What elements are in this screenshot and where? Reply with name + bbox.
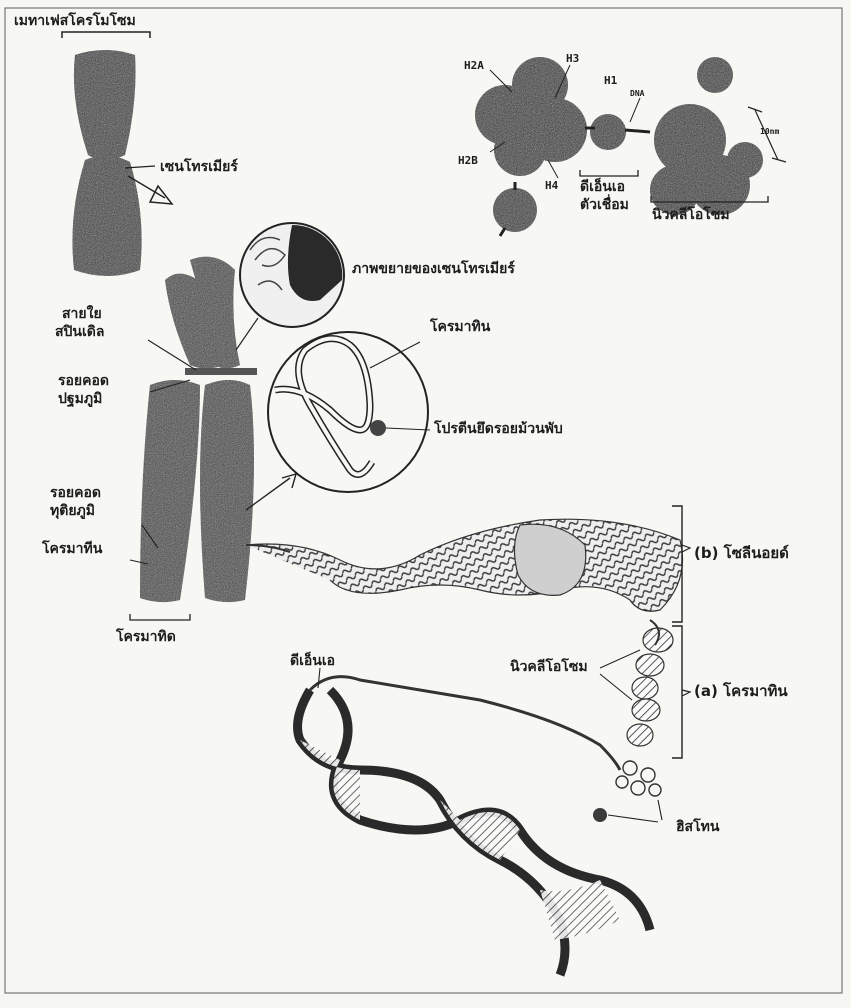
linker-dna-label-1: ดีเอ็นเอ (580, 180, 625, 194)
chromatin-bracket-tip (682, 690, 690, 696)
solenoid-bracket-tip (682, 545, 690, 552)
dna-small-pointer (630, 98, 640, 122)
h4-pointer (548, 160, 558, 178)
histone-dot (593, 808, 607, 822)
h3-label: H3 (566, 53, 579, 64)
h4-label: H4 (545, 180, 558, 191)
histones-label: ฮิสโทน (676, 820, 719, 834)
h2a-label: H2A (464, 60, 484, 71)
solenoid-coil-icon (246, 519, 683, 611)
dna-groove-3 (540, 880, 620, 940)
spindle-fiber-label-2: สปินเดิล (55, 325, 104, 339)
metaphase-chromosome-icon (72, 50, 141, 276)
spindle-bar (185, 368, 257, 375)
linker-dna-label-2: ตัวเชื่อม (580, 198, 629, 212)
h2b-label: H2B (458, 155, 478, 166)
chromatid-bracket (130, 614, 190, 620)
solenoid-label: (b) โซลีนอยด์ (694, 546, 789, 561)
inset-arrow-icon (282, 474, 296, 488)
metaphase-chromosome-label: เมทาเฟสโครโมโซม (14, 14, 136, 28)
secondary-constriction-label-2: ทุติยภูมิ (50, 504, 95, 518)
scaffold-protein-dot (370, 420, 386, 436)
chromatid-label: โครมาทิด (116, 630, 176, 644)
primary-constriction-label-1: รอยคอด (58, 374, 109, 388)
nucleosome-pointer-2 (600, 674, 632, 700)
primary-constriction-label-2: ปฐมภูมิ (58, 392, 102, 406)
spindle-fiber-label-1: สายใย (62, 307, 102, 321)
metaphase-bracket (62, 32, 150, 38)
scaffold-protein-label: โปรตีนยึดรอยม้วนพับ (434, 422, 563, 436)
nucleosome-pointer-1 (600, 650, 640, 668)
size-10nm-label: 10nm (760, 128, 779, 136)
chromonema-label: โครมาทีน (42, 542, 102, 556)
secondary-constriction-label-1: รอยคอด (50, 486, 101, 500)
centromere-zoom-line (236, 318, 258, 350)
centromere-magnified-label: ภาพขยายของเซนโทรเมียร์ (352, 262, 515, 276)
dna-linker-strand (310, 677, 620, 770)
chromatin-a-label: (a) โครมาทิน (694, 684, 788, 699)
chromatin-inset-label: โครมาทิน (430, 320, 490, 334)
histone-pointer-1 (608, 815, 658, 822)
histone-pointer-2 (658, 800, 662, 820)
dna-pointer (318, 668, 320, 688)
nucleosomes-label: นิวคลีโอโซม (510, 660, 588, 674)
chromatid-x-icon (140, 257, 254, 602)
dna-small-label: DNA (630, 90, 644, 98)
h1-label: H1 (604, 75, 617, 86)
nucleosome-top-label: นิวคลีโอโซม (652, 208, 730, 222)
histone-beads-icon (616, 761, 661, 796)
chromatin-bracket (672, 626, 682, 758)
centromere-label: เซนโทรเมียร์ (160, 160, 238, 174)
linker-bracket (580, 170, 638, 176)
dna-label: ดีเอ็นเอ (290, 654, 335, 668)
chromatin-beads-icon (627, 628, 673, 746)
